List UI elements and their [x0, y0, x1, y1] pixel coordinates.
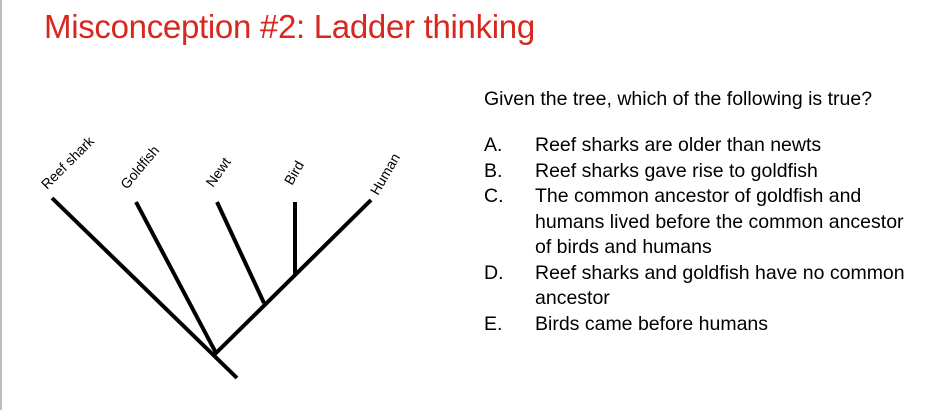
taxon-label-goldfish: Goldfish [117, 142, 162, 192]
branch-human [212, 198, 373, 357]
branch-goldfish [134, 201, 218, 354]
answer-option-c: C. The common ancestor of goldfish and h… [484, 184, 924, 261]
answer-letter: C. [484, 185, 504, 207]
slide-title: Misconception #2: Ladder thinking [44, 8, 535, 45]
taxon-label-human: Human [367, 150, 403, 197]
answer-letter: B. [484, 159, 503, 182]
branch-reef-shark [50, 196, 239, 380]
answer-option-a: A. Reef sharks are older than newts [484, 133, 924, 159]
slide-left-border [0, 0, 2, 410]
answer-option-e: E. Birds came before humans [484, 312, 924, 338]
answer-text: Reef sharks are older than newts [535, 134, 822, 156]
answer-letter: D. [484, 261, 504, 284]
branch-newt [215, 201, 266, 304]
taxon-label-bird: Bird [281, 158, 307, 188]
quiz-question: Given the tree, which of the following i… [484, 88, 873, 110]
answer-option-d: D. Reef sharks and goldfish have no comm… [484, 261, 924, 312]
answer-letter: E. [484, 312, 503, 335]
taxon-label-newt: Newt [202, 154, 233, 189]
answer-letter: A. [484, 134, 503, 156]
answer-text: The common ancestor of goldfish and huma… [535, 185, 904, 258]
answer-option-b: B. Reef sharks gave rise to goldfish [484, 159, 924, 185]
answer-text: Reef sharks and goldfish have no common … [535, 261, 905, 310]
answer-list: A. Reef sharks are older than newts B. R… [484, 133, 924, 337]
taxon-label-reef-shark: Reef shark [38, 132, 98, 192]
answer-text: Birds came before humans [535, 312, 769, 335]
answer-text: Reef sharks gave rise to goldfish [535, 159, 818, 182]
